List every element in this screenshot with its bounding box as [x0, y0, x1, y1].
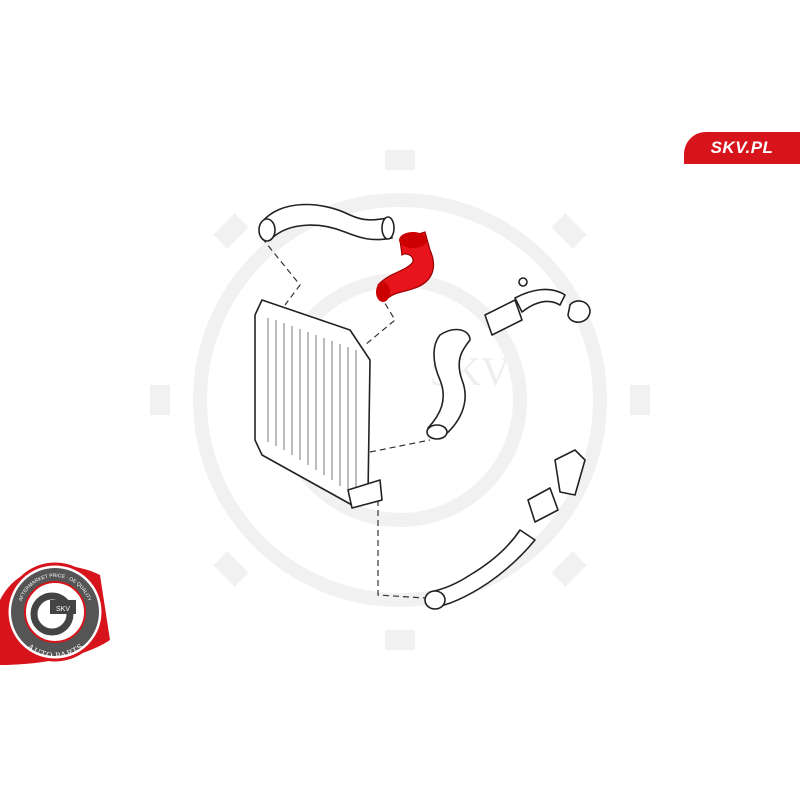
brand-site-tab[interactable]: SKV.PL	[684, 132, 800, 164]
assembly-guides	[261, 237, 431, 599]
intercooler	[254, 299, 383, 509]
middle-hose	[427, 328, 471, 436]
lower-pipe-assembly	[424, 449, 586, 610]
badge-center-text: SKV	[56, 606, 70, 613]
upper-pipe-assembly	[484, 277, 591, 336]
